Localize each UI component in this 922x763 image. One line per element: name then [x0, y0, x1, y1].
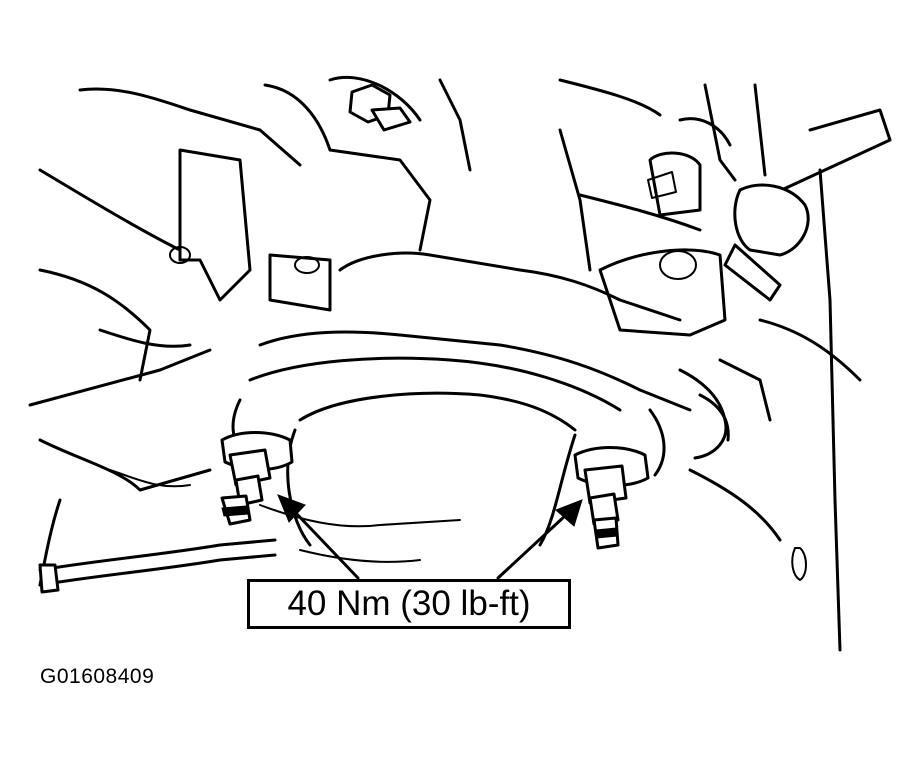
right-stud-nut: [573, 446, 650, 550]
exhaust-flange: [231, 251, 692, 563]
leader-arrow-left: [277, 494, 360, 580]
leader-arrow-right: [496, 499, 583, 580]
figure-id-label: G01608409: [40, 665, 155, 688]
right-bracket: [598, 83, 892, 652]
housing-upper: [263, 75, 702, 272]
torque-spec-callout: 40 Nm (30 lb-ft): [247, 579, 571, 629]
engine-block-left: [28, 87, 332, 587]
sensor-wire: [38, 368, 730, 594]
left-stud-nut: [220, 431, 294, 526]
top-nut: [348, 83, 412, 132]
